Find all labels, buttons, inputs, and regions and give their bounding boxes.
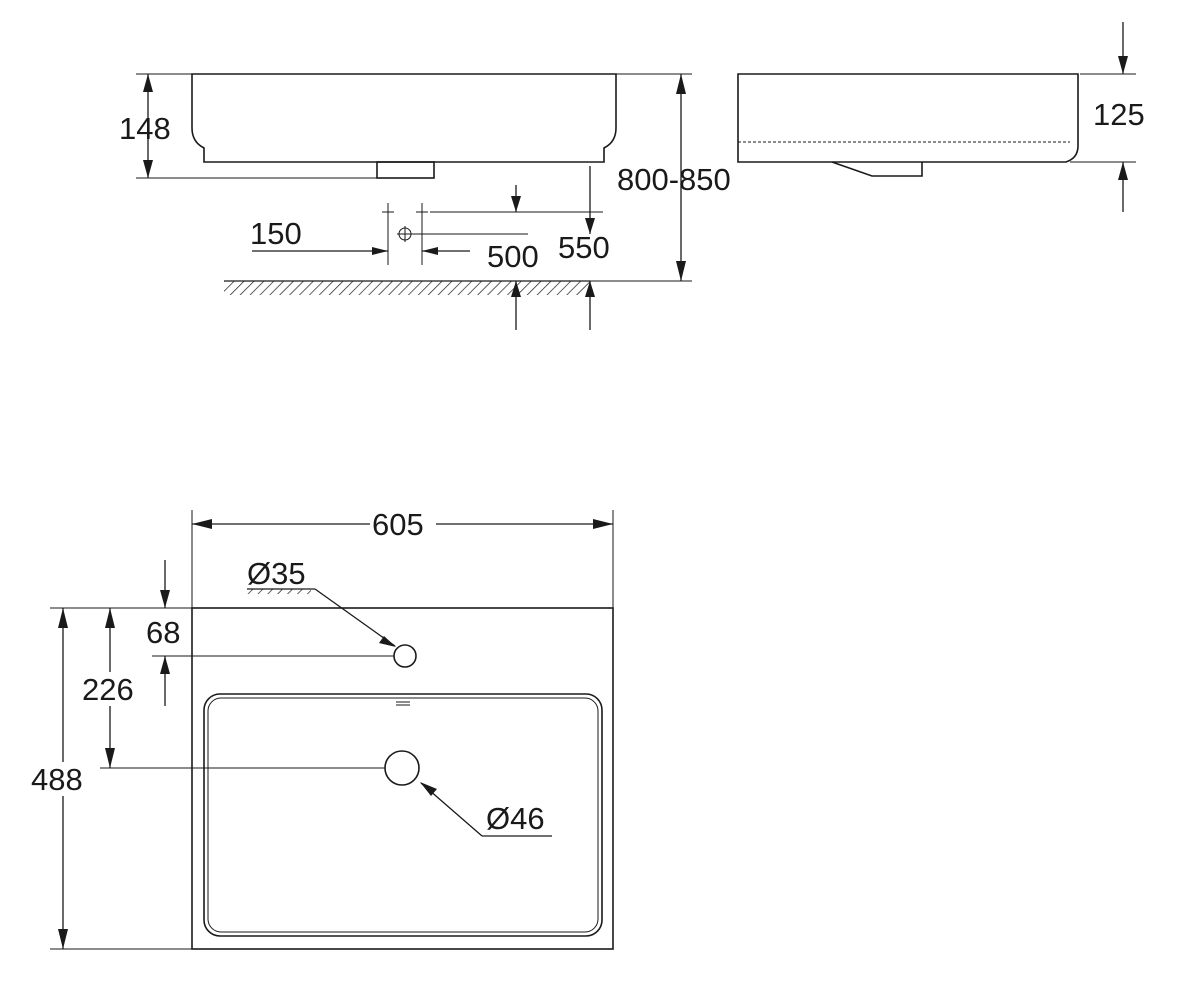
drain-leader	[420, 782, 552, 837]
dim-550-label: 550	[558, 230, 610, 265]
dim-500-line	[511, 185, 521, 330]
dim-500-label: 500	[487, 239, 539, 274]
floor-hatch	[224, 281, 590, 295]
dim-150-label: 150	[250, 216, 302, 251]
dim-488-label: 488	[31, 762, 83, 797]
dim-150-line	[252, 247, 470, 255]
top-view: 605 488 226 68	[31, 507, 614, 950]
plan-bowl-outline	[203, 693, 603, 937]
supply-symbols	[382, 203, 603, 265]
dim-68-label: 68	[146, 615, 180, 650]
dim-488-line	[58, 608, 68, 949]
dim-148-line	[143, 74, 153, 178]
dim-800-850-label: 800-850	[617, 162, 731, 197]
side-basin-outline	[737, 73, 1079, 163]
overflow-slot	[396, 701, 410, 706]
plan-outer-outline	[191, 607, 614, 950]
dim-226-label: 226	[82, 672, 134, 707]
dim-605-line	[192, 519, 613, 529]
taphole-leader	[247, 588, 396, 647]
dim-226-line	[105, 608, 115, 768]
front-waste-outlet	[376, 161, 435, 179]
side-waste-outlet	[831, 161, 923, 177]
drain-circle	[384, 750, 420, 786]
drain-diameter-label: Ø46	[486, 801, 545, 836]
taphole-diameter-label: Ø35	[247, 556, 306, 591]
dim-68-line	[160, 560, 170, 706]
front-basin-outline	[191, 73, 617, 163]
dim-148-label: 148	[119, 111, 171, 146]
dim-605-label: 605	[372, 507, 424, 542]
dim-125-label: 125	[1093, 97, 1145, 132]
side-view: 125	[737, 22, 1145, 212]
front-view: 148 800-850 150	[119, 73, 731, 330]
plan-bowl-inner	[207, 697, 599, 933]
dim-125-line	[1118, 22, 1128, 212]
dim-550-line	[585, 166, 595, 330]
taphole-circle	[393, 644, 417, 668]
dim-800-850-line	[676, 74, 686, 281]
